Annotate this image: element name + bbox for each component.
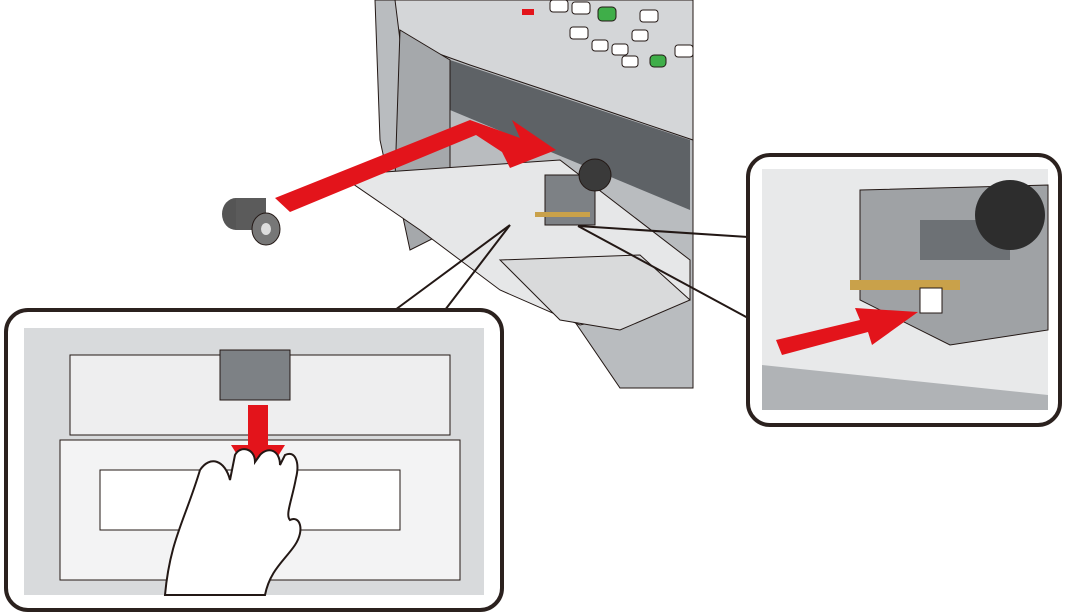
arrow-icon	[776, 308, 918, 355]
arrow-icon	[275, 120, 556, 212]
inset-hand-detail	[4, 308, 504, 612]
keypad	[522, 0, 694, 68]
inset-roller-detail	[746, 153, 1062, 427]
pickup-roller-icon	[222, 198, 281, 246]
hand-icon	[163, 448, 302, 596]
printer-illustration	[338, 0, 694, 389]
arrow-icon	[231, 405, 285, 488]
